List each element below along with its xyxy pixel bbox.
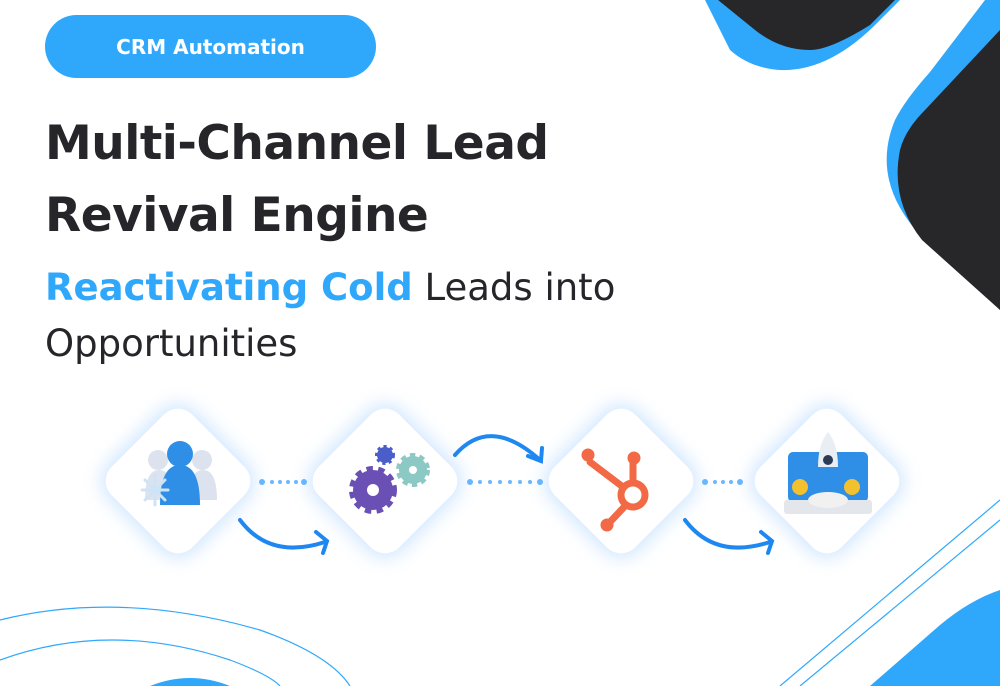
page-title: Multi-Channel Lead Revival Engine: [45, 108, 549, 252]
title-line-1: Multi-Channel Lead: [45, 116, 549, 171]
hubspot-icon: [581, 448, 649, 532]
subtitle-highlight: Reactivating Cold: [45, 266, 413, 309]
gears-icon: [349, 445, 430, 514]
title-line-2: Revival Engine: [45, 188, 429, 243]
dotted-connectors: [259, 479, 743, 485]
rocket-growth-icon: [784, 432, 872, 514]
subtitle: Reactivating Cold Leads into Opportuniti…: [45, 260, 705, 372]
flow-arrows: [238, 434, 775, 555]
subtitle-rest: Leads into Opportunities: [45, 266, 616, 365]
frozen-users-icon: [140, 441, 217, 507]
category-badge: CRM Automation: [45, 15, 376, 78]
